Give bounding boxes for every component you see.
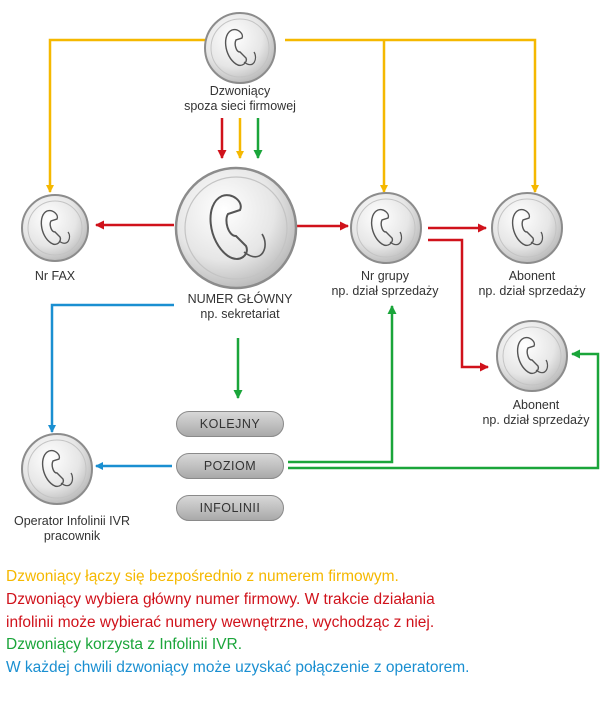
legend-line-blue: W każdej chwili dzwoniący może uzyskać p… — [6, 659, 470, 677]
operator-line1: Operator Infolinii IVR — [13, 514, 131, 528]
legend: Dzwoniący łączy się bezpośrednio z numer… — [6, 566, 469, 680]
external-caller-line2: spoza sieci firmowej — [184, 99, 296, 113]
main-number-line1: NUMER GŁÓWNY — [187, 292, 293, 306]
phone-icon-main — [174, 166, 298, 290]
blue-connections — [48, 303, 174, 470]
operator-label: Operator Infolinii IVR pracownik — [0, 514, 144, 544]
legend-line-red-2: infolinii może wybierać numery wewnętrzn… — [6, 613, 435, 631]
legend-line-green: Dzwoniący korzysta z Infolinii IVR. — [6, 636, 243, 654]
main-number-line2: np. sekretariat — [200, 307, 280, 321]
green-connections — [233, 118, 600, 470]
subscriber-bottom-label: Abonent np. dział sprzedaży — [466, 398, 606, 428]
main-number-label: NUMER GŁÓWNY np. sekretariat — [140, 292, 340, 322]
subscriber-top-line1: Abonent — [508, 269, 556, 283]
phone-icon-fax — [21, 194, 89, 262]
fax-label: Nr FAX — [34, 269, 76, 283]
legend-line-yellow: Dzwoniący łączy się bezpośrednio z numer… — [6, 568, 399, 585]
legend-line-red-1: Dzwoniący wybiera główny numer firmowy. … — [6, 590, 435, 608]
subscriber-top-label: Abonent np. dział sprzedaży — [462, 269, 602, 299]
group-line1: Nr grupy — [361, 269, 409, 283]
phone-icon-subscriber-bottom — [496, 320, 568, 392]
ivr-menu-poziom: POZIOM — [176, 453, 284, 479]
phone-icon-subscriber-top — [491, 192, 563, 264]
phone-icon-external — [204, 12, 276, 84]
subscriber-top-line2: np. dział sprzedaży — [478, 284, 586, 298]
ivr-menu-kolejny: KOLEJNY — [176, 411, 284, 437]
operator-line2: pracownik — [43, 529, 101, 543]
subscriber-bottom-line2: np. dział sprzedaży — [482, 413, 590, 427]
yellow-connections — [46, 38, 539, 193]
external-caller-line1: Dzwoniący — [209, 84, 271, 98]
phone-icon-group — [350, 192, 422, 264]
ivr-menu-infolinii: INFOLINII — [176, 495, 284, 521]
external-caller-label: Dzwoniący spoza sieci firmowej — [140, 84, 340, 114]
group-line2: np. dział sprzedaży — [331, 284, 439, 298]
group-label: Nr grupy np. dział sprzedaży — [310, 269, 460, 299]
phone-icon-operator — [21, 433, 93, 505]
subscriber-bottom-line1: Abonent — [512, 398, 560, 412]
red-connections — [95, 118, 489, 372]
